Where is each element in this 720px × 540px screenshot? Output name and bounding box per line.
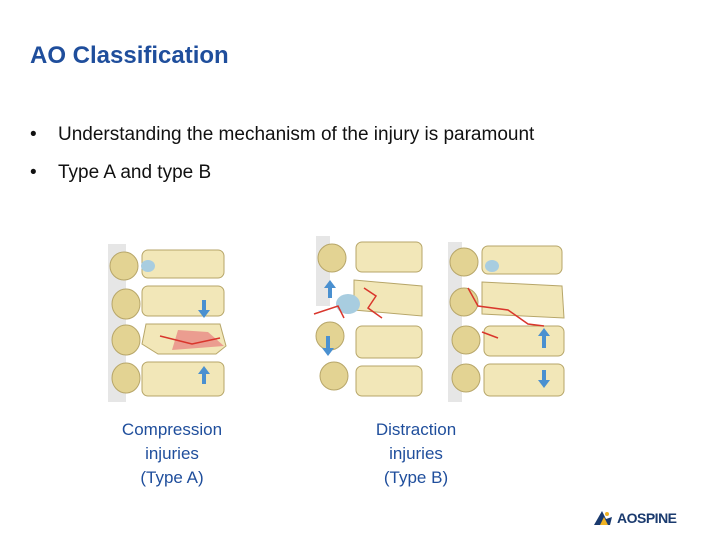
aospine-logo: AOSPINE [592,506,677,530]
bullet-glyph: • [30,162,37,183]
caption-line: injuries [389,444,443,463]
caption-line: Compression [121,420,223,439]
title-rule [0,96,720,97]
caption-line: (Type B) [383,468,449,487]
distraction-caption: Distraction injuries (Type B) [341,418,491,490]
bullet-item: • Type A and type B [30,162,534,184]
distraction-injury-illustration-2 [448,236,578,402]
caption-line: (Type A) [140,468,204,487]
slide-title: AO Classification [30,42,229,69]
caption-line: Distraction [375,420,457,439]
bullet-text: Type A and type B [58,162,212,183]
bullet-list: • Understanding the mechanism of the inju… [30,124,534,200]
logo-wordmark: AOSPINE [617,510,677,526]
bullet-item: • Understanding the mechanism of the inju… [30,124,534,146]
aospine-logo-icon [594,511,612,525]
caption-line: injuries [145,444,199,463]
bullet-glyph: • [30,124,37,145]
compression-injury-illustration [108,236,238,402]
distraction-injury-illustration-1 [304,236,426,402]
bullet-text: Understanding the mechanism of the injur… [58,124,535,145]
compression-caption: Compression injuries (Type A) [97,418,247,490]
